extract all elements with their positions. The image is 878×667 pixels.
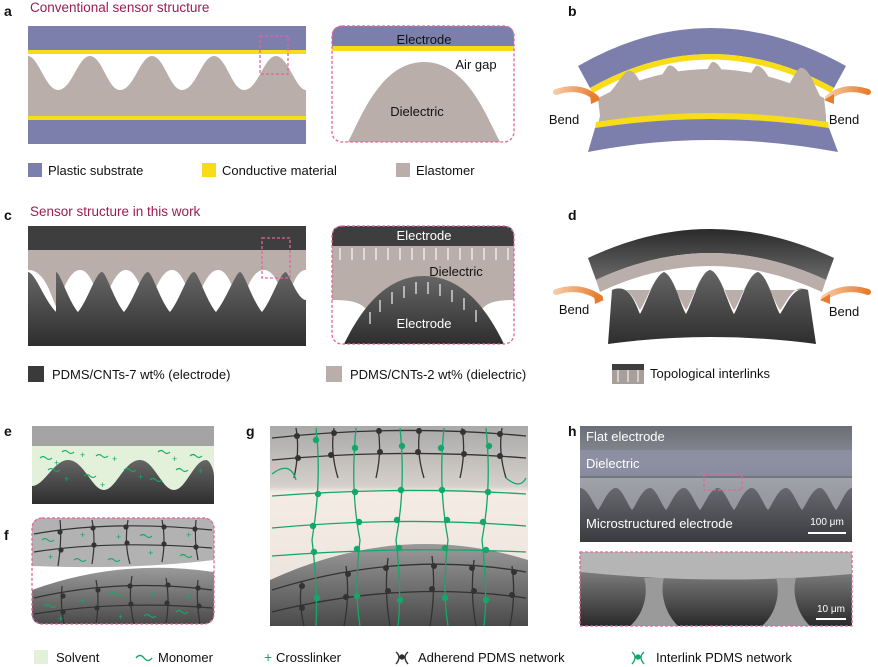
panel-label-d: d	[568, 207, 577, 223]
interlink-network-icon	[631, 651, 645, 665]
this-work-title: Sensor structure in this work	[30, 204, 201, 219]
svg-text:+: +	[100, 480, 105, 490]
svg-text:+: +	[58, 614, 63, 624]
scale-bar-1	[808, 532, 846, 534]
bend-label-b-left: Bend	[549, 112, 579, 127]
panel-label-g: g	[246, 423, 255, 439]
legend-swatch-plastic	[28, 163, 42, 177]
legend-swatch-elastomer	[396, 163, 410, 177]
panel-d-bent-sensor: Bend Bend	[553, 229, 871, 344]
legend-crosslinker: Crosslinker	[276, 650, 342, 665]
panel-label-h: h	[568, 423, 577, 439]
panel-f-network: + + + + + + + + + +	[31, 517, 215, 625]
panel-c-structure	[28, 226, 306, 346]
legend-swatch-solvent	[34, 650, 48, 664]
electrode-label-c-bottom: Electrode	[397, 316, 452, 331]
svg-text:+: +	[80, 450, 85, 460]
legend-adherend-network: Adherend PDMS network	[418, 650, 565, 665]
panel-label-a: a	[4, 3, 12, 19]
svg-text:+: +	[186, 530, 191, 540]
panel-g-interlink-network	[270, 426, 528, 627]
svg-text:+: +	[150, 590, 155, 600]
panel-e-solvent-coating: + + + + + + + +	[32, 426, 214, 504]
bend-label-d-left: Bend	[559, 302, 589, 317]
electrode-label-a: Electrode	[397, 32, 452, 47]
legend-pdms-electrode: PDMS/CNTs-7 wt% (electrode)	[52, 367, 230, 382]
legend-plastic-substrate: Plastic substrate	[48, 163, 143, 178]
svg-text:+: +	[116, 532, 121, 542]
svg-text:+: +	[198, 466, 203, 476]
svg-text:+: +	[186, 592, 191, 602]
svg-text:+: +	[148, 548, 153, 558]
panel-a-zoom: Electrode Air gap Dielectric	[331, 25, 515, 143]
bend-label-b-right: Bend	[829, 112, 859, 127]
sem-dielectric-label: Dielectric	[586, 456, 640, 471]
legend-conductive-material: Conductive material	[222, 163, 337, 178]
topological-interlinks-icon	[612, 364, 644, 384]
legend-mid: PDMS/CNTs-7 wt% (electrode) PDMS/CNTs-2 …	[28, 364, 770, 384]
legend-top: Plastic substrate Conductive material El…	[28, 163, 475, 178]
legend-interlink-network: Interlink PDMS network	[656, 650, 792, 665]
air-gap-label: Air gap	[455, 57, 496, 72]
legend-swatch-electrode	[28, 366, 44, 382]
svg-text:+: +	[172, 454, 177, 464]
adherend-network-icon	[395, 651, 409, 665]
electrode-label-c-top: Electrode	[397, 228, 452, 243]
scale-bar-2	[816, 618, 846, 620]
panel-a-structure	[28, 26, 306, 144]
svg-text:+: +	[118, 612, 123, 622]
svg-text:+: +	[54, 458, 59, 468]
monomer-icon	[135, 654, 153, 662]
svg-text:+: +	[138, 472, 143, 482]
legend-topological-interlinks: Topological interlinks	[650, 366, 770, 381]
dielectric-label-c: Dielectric	[429, 264, 483, 279]
svg-text:+: +	[48, 552, 53, 562]
panel-h-sem-images: Flat electrode Dielectric Microstructure…	[579, 426, 853, 627]
legend-pdms-dielectric: PDMS/CNTs-2 wt% (dielectric)	[350, 367, 526, 382]
panel-b-bent-sensor: Bend Bend	[549, 28, 871, 152]
crosslinker-icon: +	[264, 649, 272, 665]
panel-label-f: f	[4, 527, 9, 543]
legend-solvent: Solvent	[56, 650, 100, 665]
legend-swatch-conductive	[202, 163, 216, 177]
svg-text:+: +	[80, 530, 85, 540]
panel-c-zoom: Electrode Dielectric Electrode	[331, 225, 515, 345]
sem-flat-electrode-label: Flat electrode	[586, 429, 665, 444]
svg-text:+: +	[64, 474, 69, 484]
conventional-title: Conventional sensor structure	[30, 0, 209, 15]
svg-text:+: +	[112, 454, 117, 464]
legend-monomer: Monomer	[158, 650, 214, 665]
legend-bottom: Solvent Monomer + Crosslinker Adherend P…	[34, 649, 792, 665]
scale-label-2: 10 μm	[817, 604, 845, 615]
bend-label-d-right: Bend	[829, 304, 859, 319]
dielectric-label-a: Dielectric	[390, 104, 444, 119]
panel-label-b: b	[568, 3, 577, 19]
panel-label-e: e	[4, 423, 12, 439]
legend-elastomer: Elastomer	[416, 163, 475, 178]
sem-micro-electrode-label: Microstructured electrode	[586, 516, 733, 531]
panel-label-c: c	[4, 207, 12, 223]
scale-label-1: 100 μm	[810, 517, 844, 528]
legend-swatch-dielectric	[326, 366, 342, 382]
svg-text:+: +	[80, 596, 85, 606]
